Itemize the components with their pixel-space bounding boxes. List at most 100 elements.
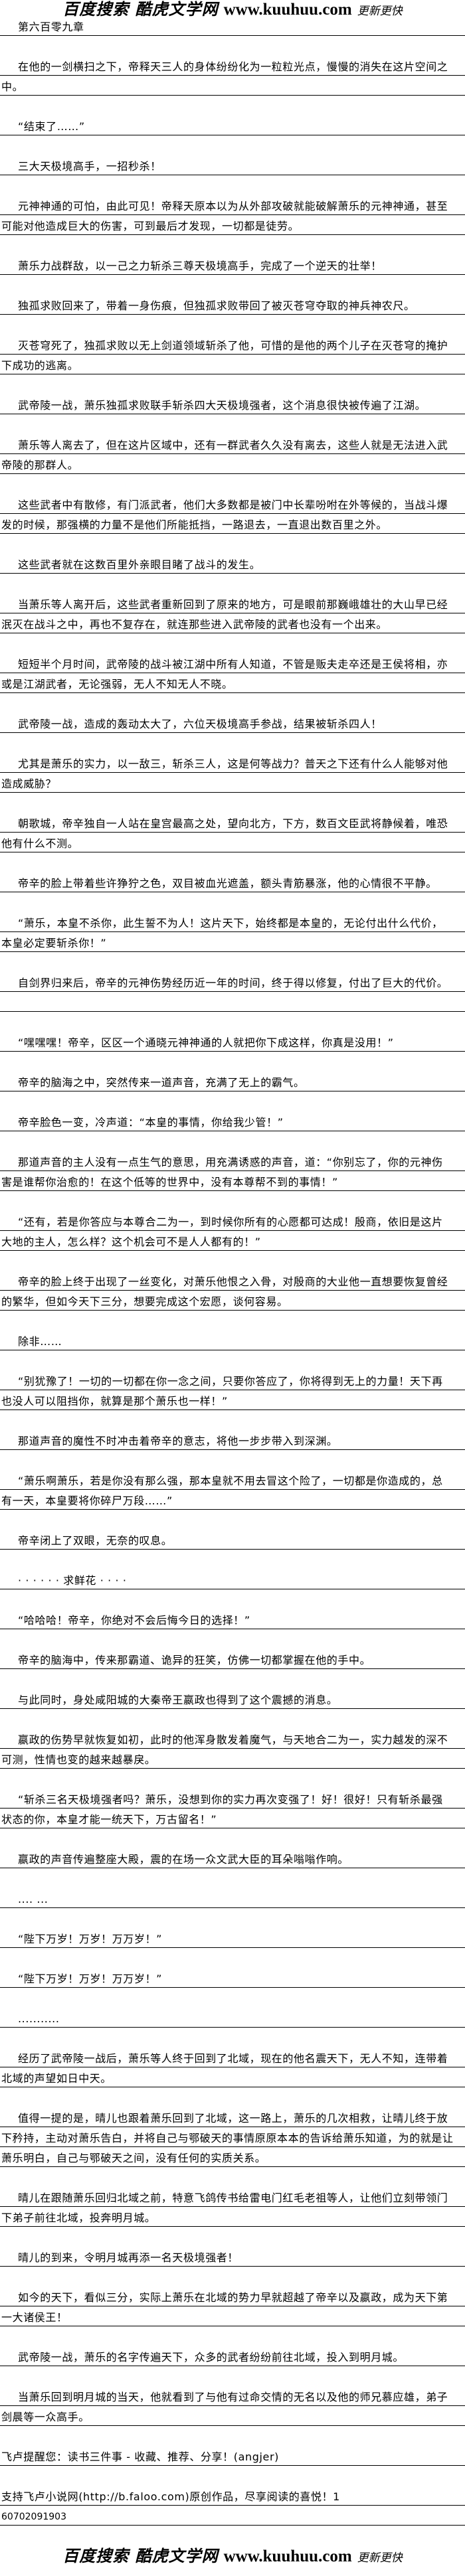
paragraph-line: 下弟子前往北域，投奔明月城。 — [0, 2207, 465, 2227]
paragraph-line: “还有，若是你答应与本尊合二为一，到时候你所有的心愿都可达成！殷商，依旧是这片 — [0, 1211, 465, 1231]
paragraph-line: 或是江湖武者，无论强弱，无人不知无人不晓。 — [0, 673, 465, 693]
spacer — [0, 1988, 465, 2008]
spacer — [0, 852, 465, 872]
paragraph-line: 元神神通的可怕，由此可见！帝释天原本以为从外部攻破就能破解萧乐的元神神通，甚至 — [0, 195, 465, 215]
paragraph-line: 剑晨等一众高手。 — [0, 2406, 465, 2426]
paragraph-line: 他有什么不测。 — [0, 833, 465, 852]
paragraph-line: ........... — [0, 2008, 465, 2028]
paragraph-line: 与此同时，身处咸阳城的大秦帝王嬴政也得到了这个震撼的消息。 — [0, 1689, 465, 1709]
paragraph-line: 帝辛脸色一变，冷声道：“本皇的事情，你给我少管！” — [0, 1111, 465, 1131]
paragraph-line: 独孤求败回来了，带着一身伤痕，但独孤求败带回了被灭苍穹夺取的神兵神农尺。 — [0, 295, 465, 315]
paragraph-line: 可能对他造成巨大的伤害，可到最后才发现，一切都是徒劳。 — [0, 215, 465, 235]
paragraph-line: “萧乐，本皇不杀你，此生誓不为人！这片天下，始终都是本皇的，无论付出什么代价， — [0, 912, 465, 932]
spacer — [0, 1510, 465, 1530]
paragraph-line: 灭苍穹死了，独孤求败以无上剑道领域斩杀了他，可惜的是他的两个儿子在灭苍穹的掩护 — [0, 335, 465, 355]
spacer — [0, 1769, 465, 1789]
paragraph-line: 大地的主人，怎么样？这个机会可不是人人都有的！” — [0, 1231, 465, 1251]
paragraph-line: 下成功的逃离。 — [0, 355, 465, 374]
spacer — [0, 1450, 465, 1470]
spacer — [0, 96, 465, 116]
spacer — [0, 474, 465, 494]
spacer — [0, 2028, 465, 2048]
paragraph-line: “结束了……” — [0, 116, 465, 135]
paragraph-line: “陛下万岁！万岁！万万岁！” — [0, 1928, 465, 1948]
paragraph-line — [0, 992, 465, 1012]
spacer — [0, 1868, 465, 1888]
spacer — [0, 1052, 465, 1072]
spacer — [0, 892, 465, 912]
paragraph-line: 当萧乐回到明月城的当天，他就看到了与他有过命交情的无名以及他的师兄慕应雄，弟子 — [0, 2386, 465, 2406]
paragraph-line: “嘿嘿嘿！帝辛，区区一个通晓元神神通的人就把你下成这样，你真是没用！” — [0, 1032, 465, 1052]
paragraph-line: “陛下万岁！万岁！万万岁！” — [0, 1968, 465, 1988]
paragraph-line: · · · · · · 求鲜花 · · · · — [0, 1570, 465, 1589]
spacer — [0, 1350, 465, 1370]
spacer — [0, 135, 465, 155]
paragraph-line: 这些武者中有散修，有门派武者，他们大多数都是被门中长辈吩咐在外等候的，当战斗爆 — [0, 494, 465, 514]
paragraph-line: 的繁华，但如今天下三分，想要完成这个宏愿，谈何容易。 — [0, 1291, 465, 1311]
footer-code: 60702091903 — [0, 2506, 465, 2526]
paragraph-line: 嬴政的声音传遍整座大殿，震的在场一众文武大臣的耳朵嗡嗡作响。 — [0, 1848, 465, 1868]
spacer — [0, 693, 465, 713]
paragraph-line: 晴儿的到来，令明月城再添一名天极境强者！ — [0, 2247, 465, 2267]
paragraph-line: 除非…… — [0, 1330, 465, 1350]
spacer — [0, 1709, 465, 1729]
paragraph-line: 帝辛的脸上终于出现了一丝变化，对萧乐他恨之入骨，对殷商的大业他一直想要恢复曾经 — [0, 1271, 465, 1291]
paragraph-line: 帝辛闭上了双眼，无奈的叹息。 — [0, 1530, 465, 1550]
logo-url[interactable]: www.kuuhuu.com — [223, 2547, 352, 2565]
paragraph-line: 在他的一剑横扫之下，帝释天三人的身体纷纷化为一粒粒光点，慢慢的消失在这片空间之 — [0, 56, 465, 76]
paragraph-line: 自剑界归来后，帝辛的元神伤势经历近一年的时间，终于得以修复，付出了巨大的代价。 — [0, 972, 465, 992]
spacer — [0, 2326, 465, 2346]
logo-search-text: 百度搜索 酷虎文学网 — [62, 2546, 219, 2565]
spacer — [0, 175, 465, 195]
paragraph-line: 尤其是萧乐的实力，以一敌三，斩杀三人，这是何等战力？普天之下还有什么人能够对他 — [0, 753, 465, 773]
chapter-body: 在他的一剑横扫之下，帝释天三人的身体纷纷化为一粒粒光点，慢慢的消失在这片空间之中… — [0, 36, 465, 2426]
paragraph-line: “萧乐啊萧乐，若是你没有那么强，那本皇就不用去冒这个险了，一切都是你造成的，总 — [0, 1470, 465, 1490]
spacer — [0, 1669, 465, 1689]
paragraph-line: 一大诸侯王！ — [0, 2306, 465, 2326]
spacer — [0, 1091, 465, 1111]
paragraph-line: 这些武者就在这数百里外亲眼目睹了战斗的发生。 — [0, 554, 465, 574]
spacer — [0, 1629, 465, 1649]
spacer — [0, 2426, 465, 2446]
paragraph-line: 萧乐力战群敌，以一己之力斩杀三尊天极境高手，完成了一个逆天的壮举！ — [0, 255, 465, 275]
paragraph-line: 下矜持，主动对萧乐告白，并将自己与鄂破天的事情原原本本的告诉给萧乐知道，为的就是… — [0, 2127, 465, 2147]
paragraph-line: 萧乐明白，自己与鄂破天之间，没有任何的实质关系。 — [0, 2147, 465, 2167]
spacer — [0, 2087, 465, 2107]
spacer — [0, 275, 465, 295]
paragraph-line: 武帝陵一战，造成的轰动太大了，六位天极境高手参战，结果被斩杀四人！ — [0, 713, 465, 733]
paragraph-line: 也没人可以阻挡你，就算是那个萧乐也一样！” — [0, 1390, 465, 1410]
spacer — [0, 1311, 465, 1330]
spacer — [0, 1410, 465, 1430]
spacer — [0, 633, 465, 653]
paragraph-line: 发的时候，那强横的力量不是他们所能抵挡，一路退去，一直退出数百里之外。 — [0, 514, 465, 534]
paragraph-line: 那道声音的主人没有一点生气的意思，用充满诱惑的声音，道：“你别忘了，你的元神伤 — [0, 1151, 465, 1171]
spacer — [0, 1908, 465, 1928]
spacer — [0, 1828, 465, 1848]
spacer — [0, 2167, 465, 2187]
paragraph-line: “斩杀三名天极境强者吗？萧乐，没想到你的实力再次变强了！好！很好！只有斩杀最强 — [0, 1789, 465, 1809]
paragraph-line: 本皇必定要斩杀你！” — [0, 932, 465, 952]
spacer — [0, 36, 465, 56]
spacer — [0, 1191, 465, 1211]
spacer — [0, 574, 465, 594]
spacer — [0, 1550, 465, 1570]
paragraph-line: “别犹豫了！一切的一切都在你一念之间，只要你答应了，你将得到无上的力量！天下再 — [0, 1370, 465, 1390]
paragraph-line: 嬴政的伤势早就恢复如初，此时的他浑身散发着魔气，与天地合二为一，实力越发的深不 — [0, 1729, 465, 1749]
paragraph-line: 可测，性情也变的越来越暴戾。 — [0, 1749, 465, 1769]
logo-url[interactable]: www.kuuhuu.com — [223, 1, 352, 19]
footer-support-link[interactable]: 支持飞卢小说网(http://b.faloo.com)原创作品，尽享阅读的喜悦！… — [0, 2486, 465, 2506]
paragraph-line: .... ... — [0, 1888, 465, 1908]
paragraph-line: 北域的声望如日中天。 — [0, 2067, 465, 2087]
logo-slogan: 更新更快 — [357, 5, 403, 18]
spacer — [0, 534, 465, 554]
spacer — [0, 952, 465, 972]
spacer — [0, 1589, 465, 1609]
paragraph-line: 中。 — [0, 76, 465, 96]
paragraph-line: 朝歌城，帝辛独自一人站在皇宫最高之处，望向北方，下方，数百文臣武将静候着，唯恐 — [0, 813, 465, 833]
paragraph-line: 造成威胁？ — [0, 773, 465, 793]
spacer — [0, 414, 465, 434]
paragraph-line: 如今的天下，看似三分，实际上萧乐在北域的势力早就超越了帝辛以及嬴政，成为天下第 — [0, 2287, 465, 2306]
paragraph-line: 武帝陵一战，萧乐的名字传遍天下，众多的武者纷纷前往北域，投入到明月城。 — [0, 2346, 465, 2366]
